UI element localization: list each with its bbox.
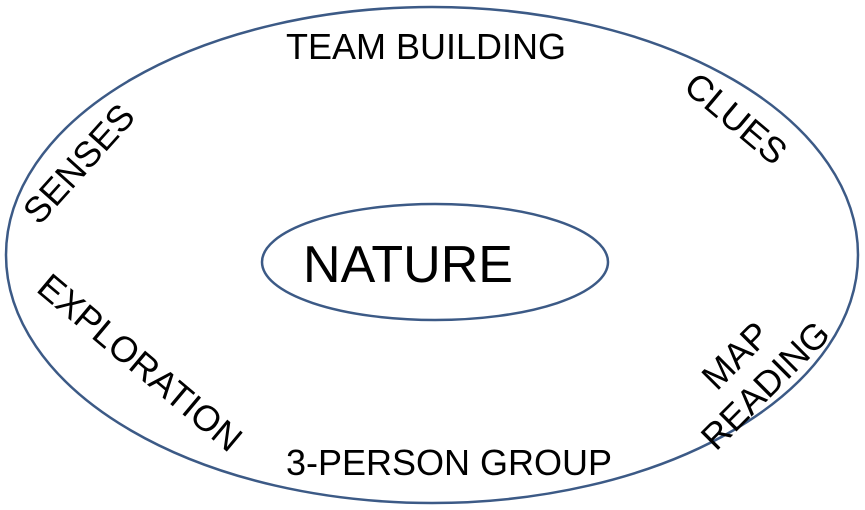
label-map-reading: MAP READING [693, 313, 838, 458]
inner-ellipse [260, 202, 610, 322]
label-exploration: EXPLORATION [30, 265, 250, 459]
label-3-person-group: 3-PERSON GROUP [286, 442, 612, 483]
center-label: NATURE [303, 236, 513, 294]
label-team-building: TEAM BUILDING [286, 26, 566, 67]
outer-ellipse [4, 5, 860, 505]
